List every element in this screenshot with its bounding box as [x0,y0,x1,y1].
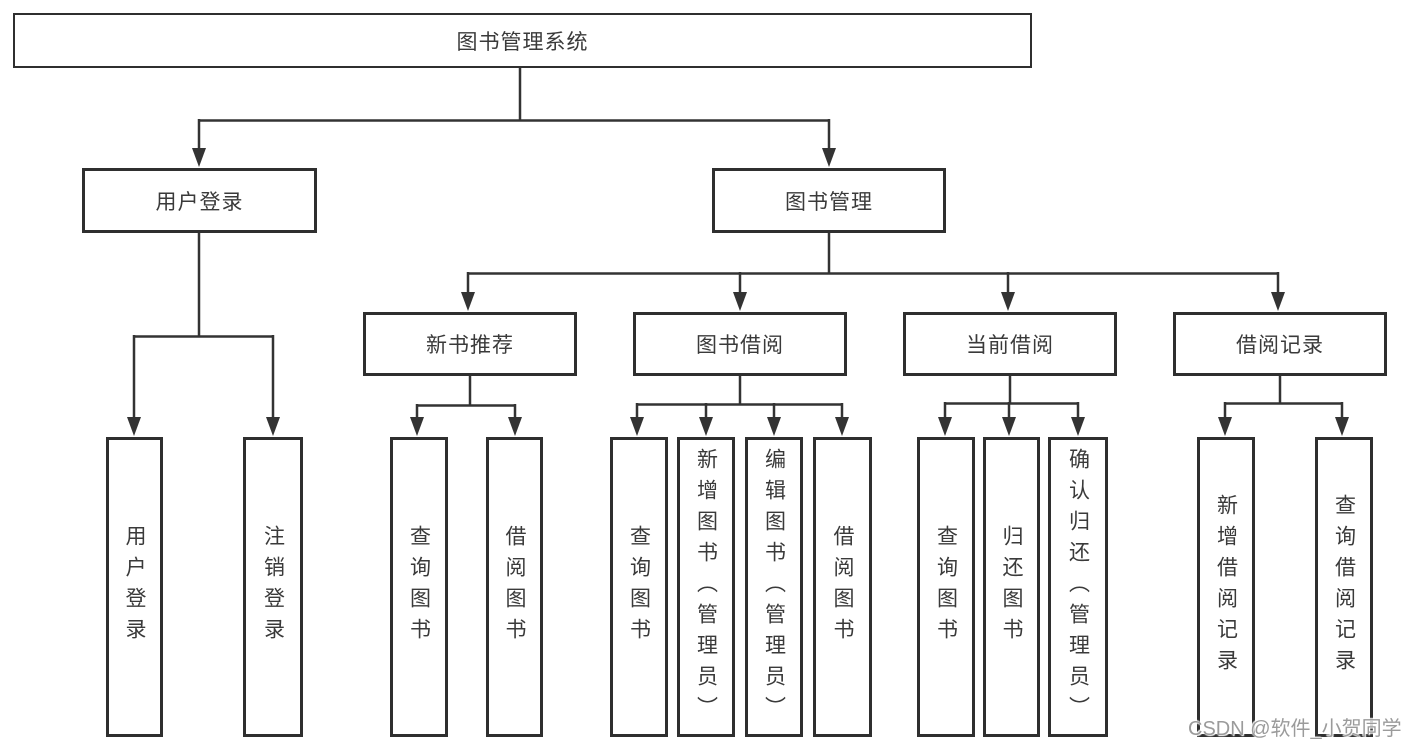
connector-current-borrowing-branch [938,376,1085,436]
leaf-add-borrow-record: 新增借阅记录 [1197,437,1255,737]
node-label: 查询图书 [407,525,431,649]
leaf-query-books-borrowing: 查询图书 [610,437,668,737]
node-label: 用户登录 [155,190,244,214]
node-label: 图书管理系统 [456,30,589,54]
leaf-logout: 注销登录 [243,437,303,737]
node-label: 借阅记录 [1236,334,1324,357]
node-label: 注销登录 [261,525,285,649]
leaf-add-book-admin: 新增图书（管理员） [677,437,735,737]
node-label: 编辑图书（管理员） [762,447,786,727]
node-current-borrowing: 当前借阅 [903,312,1117,376]
connector-book-management-branch [461,233,1285,311]
connector-new-book-branch [410,376,522,436]
node-label: 新增图书（管理员） [694,447,718,727]
node-label: 借阅图书 [831,525,854,649]
node-borrowing-records: 借阅记录 [1173,312,1387,376]
node-book-borrowing: 图书借阅 [633,312,847,376]
leaf-user-login: 用户登录 [106,437,163,737]
node-label: 图书管理 [785,190,873,214]
node-book-management: 图书管理 [712,168,946,233]
leaf-query-books-recommend: 查询图书 [390,437,448,737]
node-label: 确认归还（管理员） [1066,447,1090,727]
watermark: CSDN @软件_小贺同学 [1188,718,1402,740]
node-library-management-system: 图书管理系统 [13,13,1032,68]
leaf-edit-book-admin: 编辑图书（管理员） [745,437,803,737]
node-label: 图书借阅 [696,334,784,357]
node-label: 查询借阅记录 [1332,494,1356,680]
node-label: 查询图书 [934,525,958,649]
leaf-borrow-books-recommend: 借阅图书 [486,437,543,737]
node-label: 新增借阅记录 [1214,494,1238,680]
connector-user-login-branch [127,233,280,436]
leaf-query-borrow-record: 查询借阅记录 [1315,437,1373,737]
connector-root-to-level2 [192,67,836,167]
node-label: 查询图书 [627,525,651,649]
node-label: 新书推荐 [426,334,514,357]
node-label: 用户登录 [123,525,146,649]
leaf-borrow-books: 借阅图书 [813,437,872,737]
leaf-return-book: 归还图书 [983,437,1040,737]
connector-book-borrowing-branch [630,376,849,436]
node-label: 借阅图书 [503,525,526,649]
leaf-query-books-current: 查询图书 [917,437,975,737]
leaf-confirm-return-admin: 确认归还（管理员） [1048,437,1108,737]
node-label: 当前借阅 [966,334,1054,357]
node-user-login: 用户登录 [82,168,317,233]
connector-borrowing-records-branch [1218,376,1349,436]
node-label: 归还图书 [1000,525,1023,649]
node-new-book-recommendation: 新书推荐 [363,312,577,376]
